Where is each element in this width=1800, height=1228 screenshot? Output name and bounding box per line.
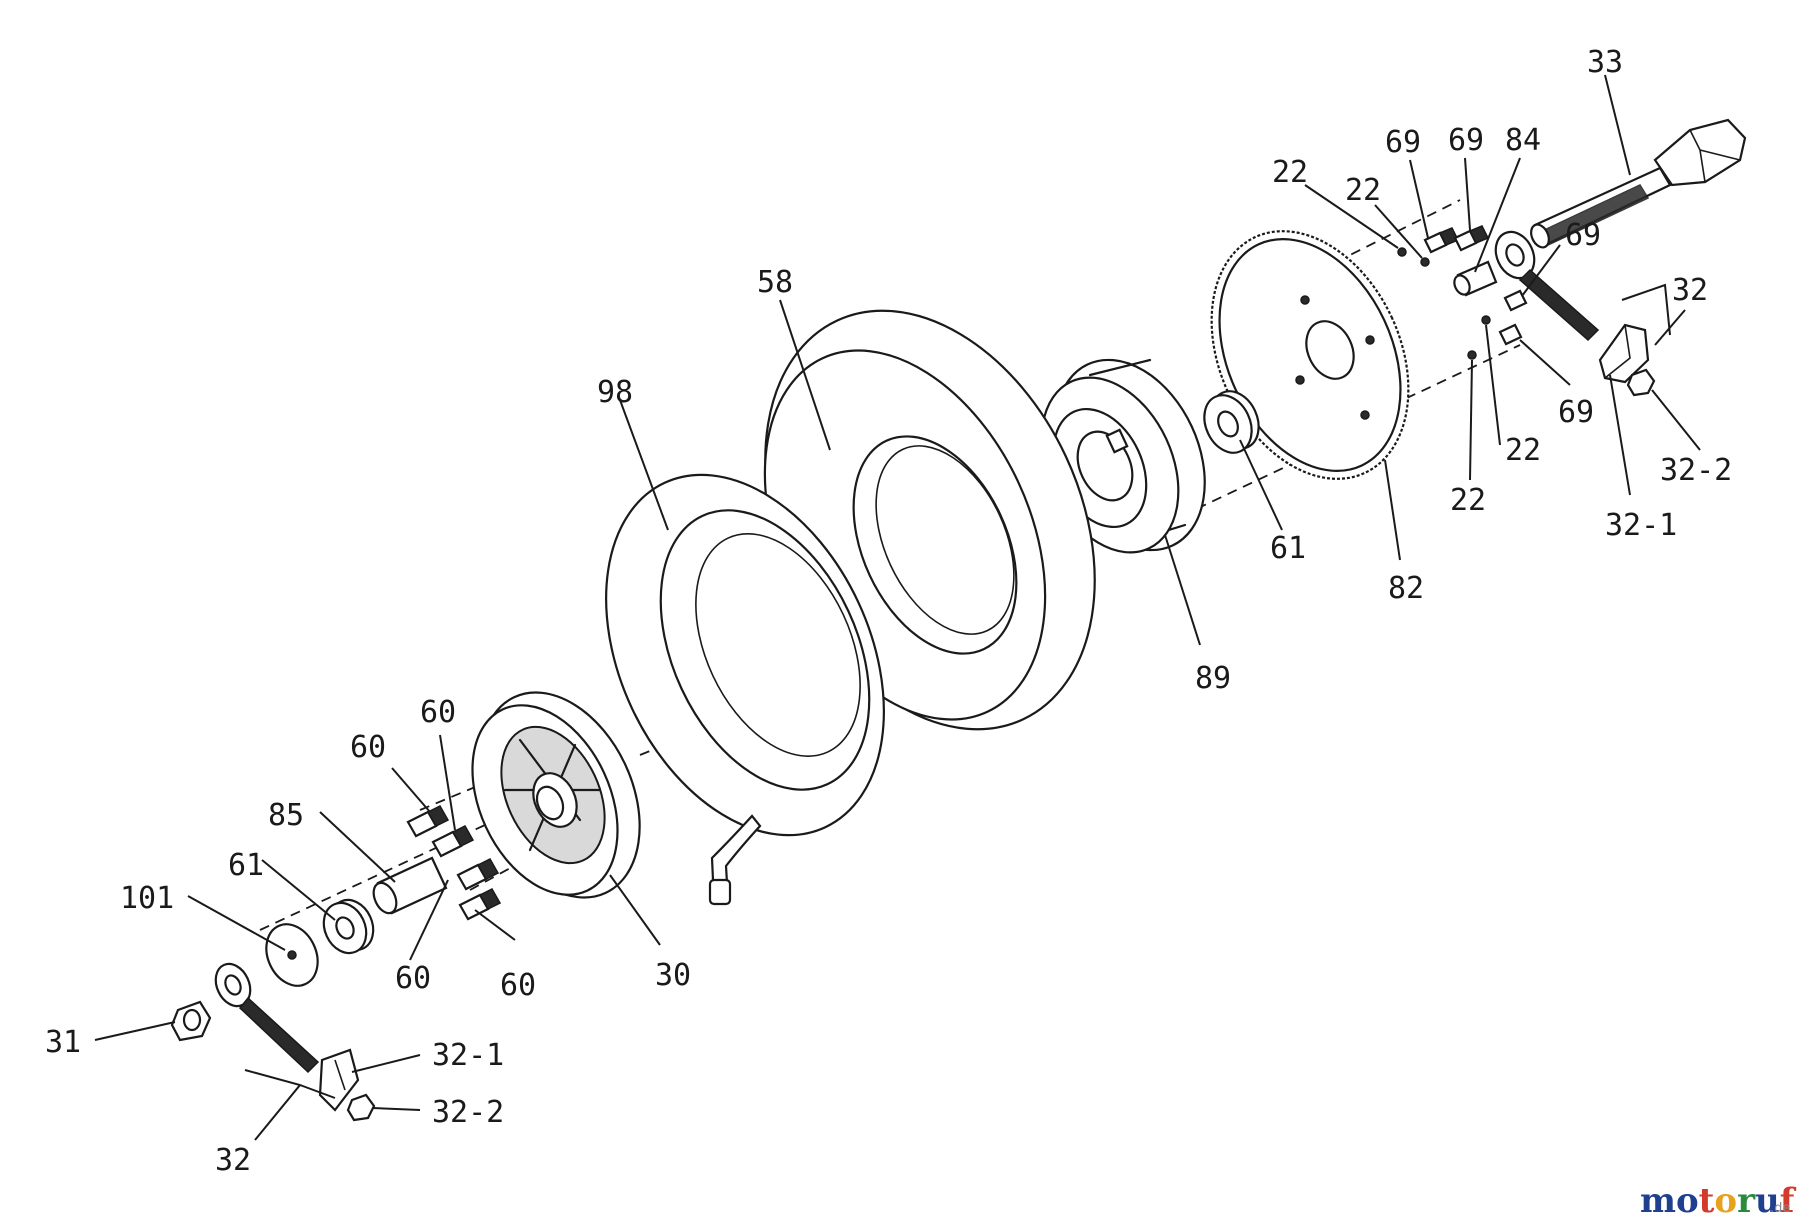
adjuster-part-32-1-right [1598,323,1650,384]
callout-82: 82 [1388,571,1424,606]
callout-85: 85 [268,798,304,833]
screw-part-60-c [456,858,500,891]
washer-part-101 [265,923,319,987]
bolt-part-69-d [1498,323,1523,346]
callout-22: 22 [1505,433,1541,468]
callout-33: 33 [1587,45,1623,80]
callout-98: 98 [597,375,633,410]
callout-60: 60 [350,730,386,765]
callout-22: 22 [1272,155,1308,190]
bolt-part-33 [1530,118,1747,249]
callout-30: 30 [655,958,691,993]
nut-part-31 [170,1000,212,1042]
callout-labels: 33 69 69 84 22 22 69 32 58 98 69 22 32-2… [45,45,1732,1178]
eye-bolt-right [1494,230,1600,342]
callout-32-1: 32-1 [1605,508,1677,543]
callout-58: 58 [757,265,793,300]
bolt-part-69-b [1453,225,1490,252]
bearing-part-61-right [1203,390,1260,454]
nut-part-22-set [1397,247,1491,360]
bolt-part-69-a [1423,227,1460,254]
callout-69: 69 [1565,218,1601,253]
bolt-part-69-c [1503,289,1528,312]
callout-32-1: 32-1 [432,1038,504,1073]
sprocket-part-82 [1210,230,1410,480]
screw-part-60-a [406,805,450,838]
callout-60: 60 [500,968,536,1003]
callout-60: 60 [420,695,456,730]
nut-part-32-2-right [1626,368,1656,397]
spacer-part-85 [372,856,448,915]
eye-bolt-left [214,962,320,1074]
callout-61: 61 [228,848,264,883]
screw-part-60-b [431,825,475,858]
screw-part-60-d [458,888,502,921]
leader-lines [94,74,1701,1141]
watermark-logo: motoruf .de [1640,1181,1797,1221]
callout-22: 22 [1345,173,1381,208]
rim-part-30 [471,691,641,899]
callout-60: 60 [395,961,431,996]
callout-32: 32 [215,1143,251,1178]
callout-32: 32 [1672,273,1708,308]
inner-tube-part-98 [605,473,885,906]
callout-22: 22 [1450,483,1486,518]
callout-101: 101 [120,881,174,916]
callout-84: 84 [1505,123,1541,158]
callout-31: 31 [45,1025,81,1060]
callout-69: 69 [1448,123,1484,158]
callout-61: 61 [1270,531,1306,566]
watermark-brand: motoruf [1640,1181,1797,1221]
callout-69: 69 [1558,395,1594,430]
callout-89: 89 [1195,661,1231,696]
watermark-suffix: .de [1770,1201,1790,1216]
callout-69: 69 [1385,125,1421,160]
spacer-part-84 [1453,260,1498,297]
callout-32-2: 32-2 [1660,453,1732,488]
bearing-part-61-left [322,898,375,955]
callout-32-2: 32-2 [432,1095,504,1130]
nut-part-32-2-left [346,1093,376,1122]
